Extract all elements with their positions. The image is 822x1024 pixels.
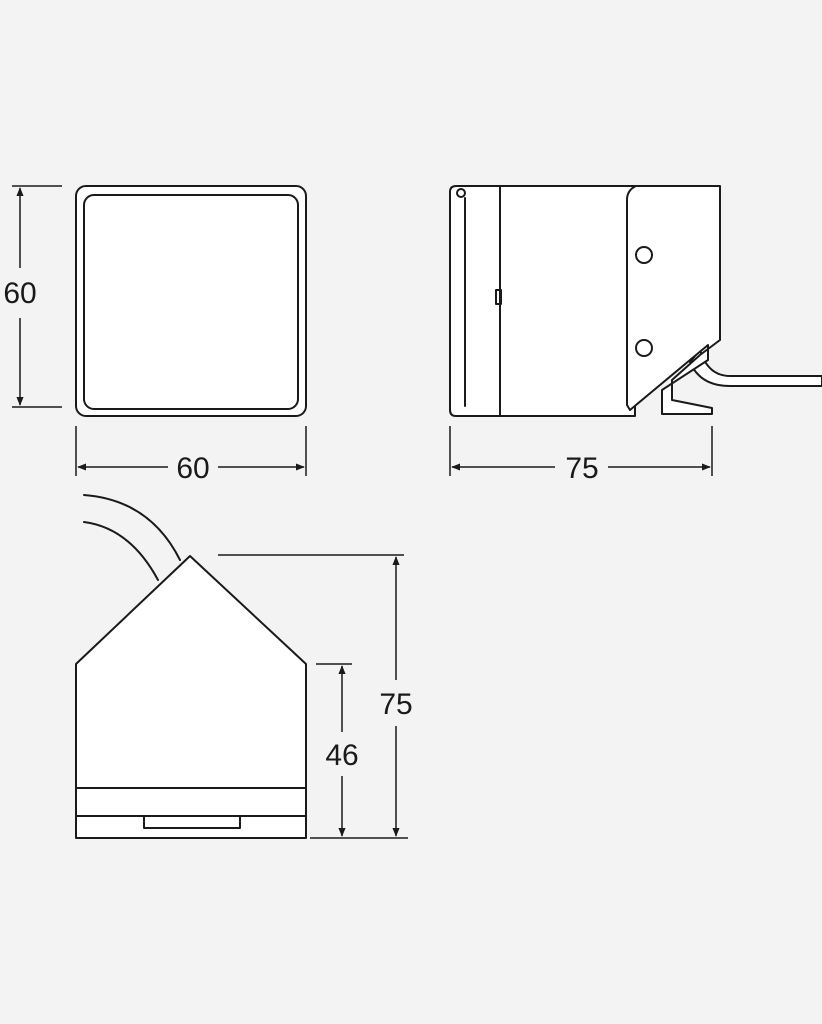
side-bracket [626, 185, 721, 415]
side-lens-frame [449, 185, 501, 417]
front-height-label: 60 [3, 277, 36, 310]
bracket-screw-top [635, 246, 653, 264]
front-view [75, 185, 307, 417]
side-body [499, 185, 636, 417]
top-total-label: 75 [379, 688, 412, 721]
top-cable-inner [83, 521, 159, 581]
bracket-screw-bottom [635, 339, 653, 357]
top-view [75, 494, 307, 839]
side-view [449, 185, 822, 417]
side-length-dimension: 75 [449, 426, 713, 485]
top-total-dimension: 75 [218, 554, 413, 839]
front-lens [83, 194, 299, 410]
top-partial-label: 46 [325, 739, 358, 772]
side-cable [689, 349, 822, 387]
front-width-dimension: 60 [75, 426, 307, 485]
top-body [75, 555, 307, 839]
front-width-label: 60 [176, 452, 209, 485]
top-partial-dimension: 46 [316, 663, 359, 837]
top-cable-outer [83, 494, 181, 561]
side-length-label: 75 [565, 452, 598, 485]
front-height-dimension: 60 [3, 185, 62, 408]
